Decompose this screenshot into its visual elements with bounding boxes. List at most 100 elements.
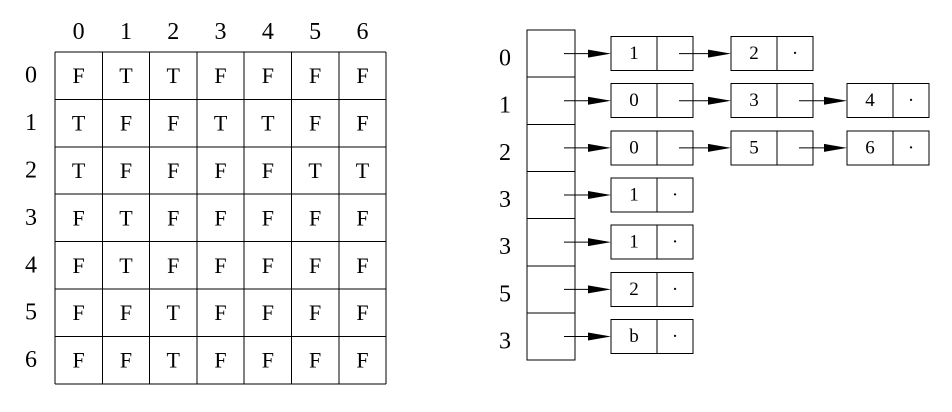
list-node-value: 4 (865, 90, 875, 111)
list-node (846, 83, 930, 119)
matrix-col-header: 3 (215, 19, 227, 45)
list-node (730, 36, 814, 72)
matrix-col-header: 6 (356, 19, 368, 45)
matrix-row-header: 2 (25, 158, 37, 184)
matrix-cell: T (167, 63, 181, 88)
matrix-cell: F (214, 63, 226, 88)
list-node (610, 224, 694, 260)
null-pointer-dot: · (672, 232, 678, 253)
matrix-col-header: 1 (120, 19, 132, 45)
list-row-label: 3 (499, 328, 511, 354)
matrix-cell: F (167, 253, 179, 278)
null-pointer-dot: · (908, 137, 914, 158)
pointer-arrowhead (588, 96, 611, 105)
matrix-cell: T (261, 111, 275, 136)
list-node-value: 0 (629, 137, 639, 158)
matrix-cell: F (262, 205, 274, 230)
matrix-cell: F (356, 348, 368, 373)
matrix-cell: F (262, 348, 274, 373)
matrix-cell: F (120, 111, 132, 136)
matrix-cell: F (167, 111, 179, 136)
list-node-value: 3 (749, 90, 759, 111)
matrix-cell: F (214, 253, 226, 278)
pointer-arrowhead (708, 49, 731, 58)
matrix-row-header: 3 (25, 205, 37, 231)
list-node (610, 318, 694, 354)
matrix-cell: T (167, 348, 181, 373)
matrix-cell: F (262, 253, 274, 278)
pointer-arrowhead (588, 238, 611, 247)
matrix-cell: T (308, 158, 322, 183)
pointer-arrowhead (588, 191, 611, 200)
list-node-value: 1 (629, 185, 639, 206)
pointer-arrowhead (708, 143, 731, 152)
matrix-row-header: 6 (25, 347, 37, 373)
list-row-label: 3 (499, 187, 511, 213)
matrix-cell: T (167, 300, 181, 325)
matrix-cell: F (262, 300, 274, 325)
list-node (846, 130, 930, 166)
matrix-cell: F (214, 348, 226, 373)
matrix-row-header: 1 (25, 110, 37, 136)
matrix-col-header: 4 (262, 19, 274, 45)
matrix-cell: F (214, 158, 226, 183)
matrix-cell: F (356, 253, 368, 278)
matrix-col-header: 2 (167, 19, 179, 45)
pointer-arrowhead (588, 49, 611, 58)
list-node (610, 271, 694, 307)
list-node-value: 0 (629, 90, 639, 111)
list-node (610, 177, 694, 213)
matrix-cell: F (262, 158, 274, 183)
matrix-cell: F (73, 205, 85, 230)
matrix-col-header: 5 (309, 19, 321, 45)
null-pointer-dot: · (792, 43, 798, 64)
matrix-cell: F (73, 253, 85, 278)
matrix-cell: T (119, 253, 133, 278)
pointer-arrowhead (824, 96, 847, 105)
list-row-label: 3 (499, 234, 511, 260)
matrix-cell: F (214, 205, 226, 230)
list-node-value: 6 (865, 137, 875, 158)
list-node-value: 2 (749, 43, 759, 64)
matrix-row-header: 4 (25, 252, 37, 278)
null-pointer-dot: · (672, 279, 678, 300)
matrix-cell: F (309, 348, 321, 373)
matrix-cell: F (167, 205, 179, 230)
matrix-row-header: 5 (25, 300, 37, 326)
matrix-cell: F (120, 300, 132, 325)
matrix-cell: F (309, 253, 321, 278)
matrix-cell: F (73, 300, 85, 325)
matrix-cell: F (356, 111, 368, 136)
list-row-label: 1 (499, 93, 511, 119)
matrix-cell: T (72, 111, 86, 136)
list-node-value: 1 (629, 232, 639, 253)
list-row-label: 2 (499, 140, 511, 166)
matrix-cell: T (119, 63, 133, 88)
null-pointer-dot: · (908, 90, 914, 111)
matrix-cell: F (120, 348, 132, 373)
list-node-value: 5 (749, 137, 759, 158)
matrix-cell: F (309, 111, 321, 136)
null-pointer-dot: · (672, 326, 678, 347)
matrix-cell: F (356, 63, 368, 88)
matrix-cell: F (309, 205, 321, 230)
matrix-cell: F (73, 348, 85, 373)
null-pointer-dot: · (672, 185, 678, 206)
matrix-cell: F (167, 158, 179, 183)
matrix-cell: T (72, 158, 86, 183)
matrix-cell: F (309, 300, 321, 325)
list-node-value: 1 (629, 43, 639, 64)
list-row-label: 5 (499, 281, 511, 307)
matrix-cell: T (119, 205, 133, 230)
matrix-cell: F (262, 63, 274, 88)
matrix-cell: F (356, 205, 368, 230)
matrix-row-header: 0 (25, 63, 37, 89)
pointer-arrowhead (588, 143, 611, 152)
pointer-arrowhead (708, 96, 731, 105)
list-node-value: b (629, 326, 639, 347)
matrix-cell: F (73, 63, 85, 88)
matrix-cell: T (356, 158, 370, 183)
